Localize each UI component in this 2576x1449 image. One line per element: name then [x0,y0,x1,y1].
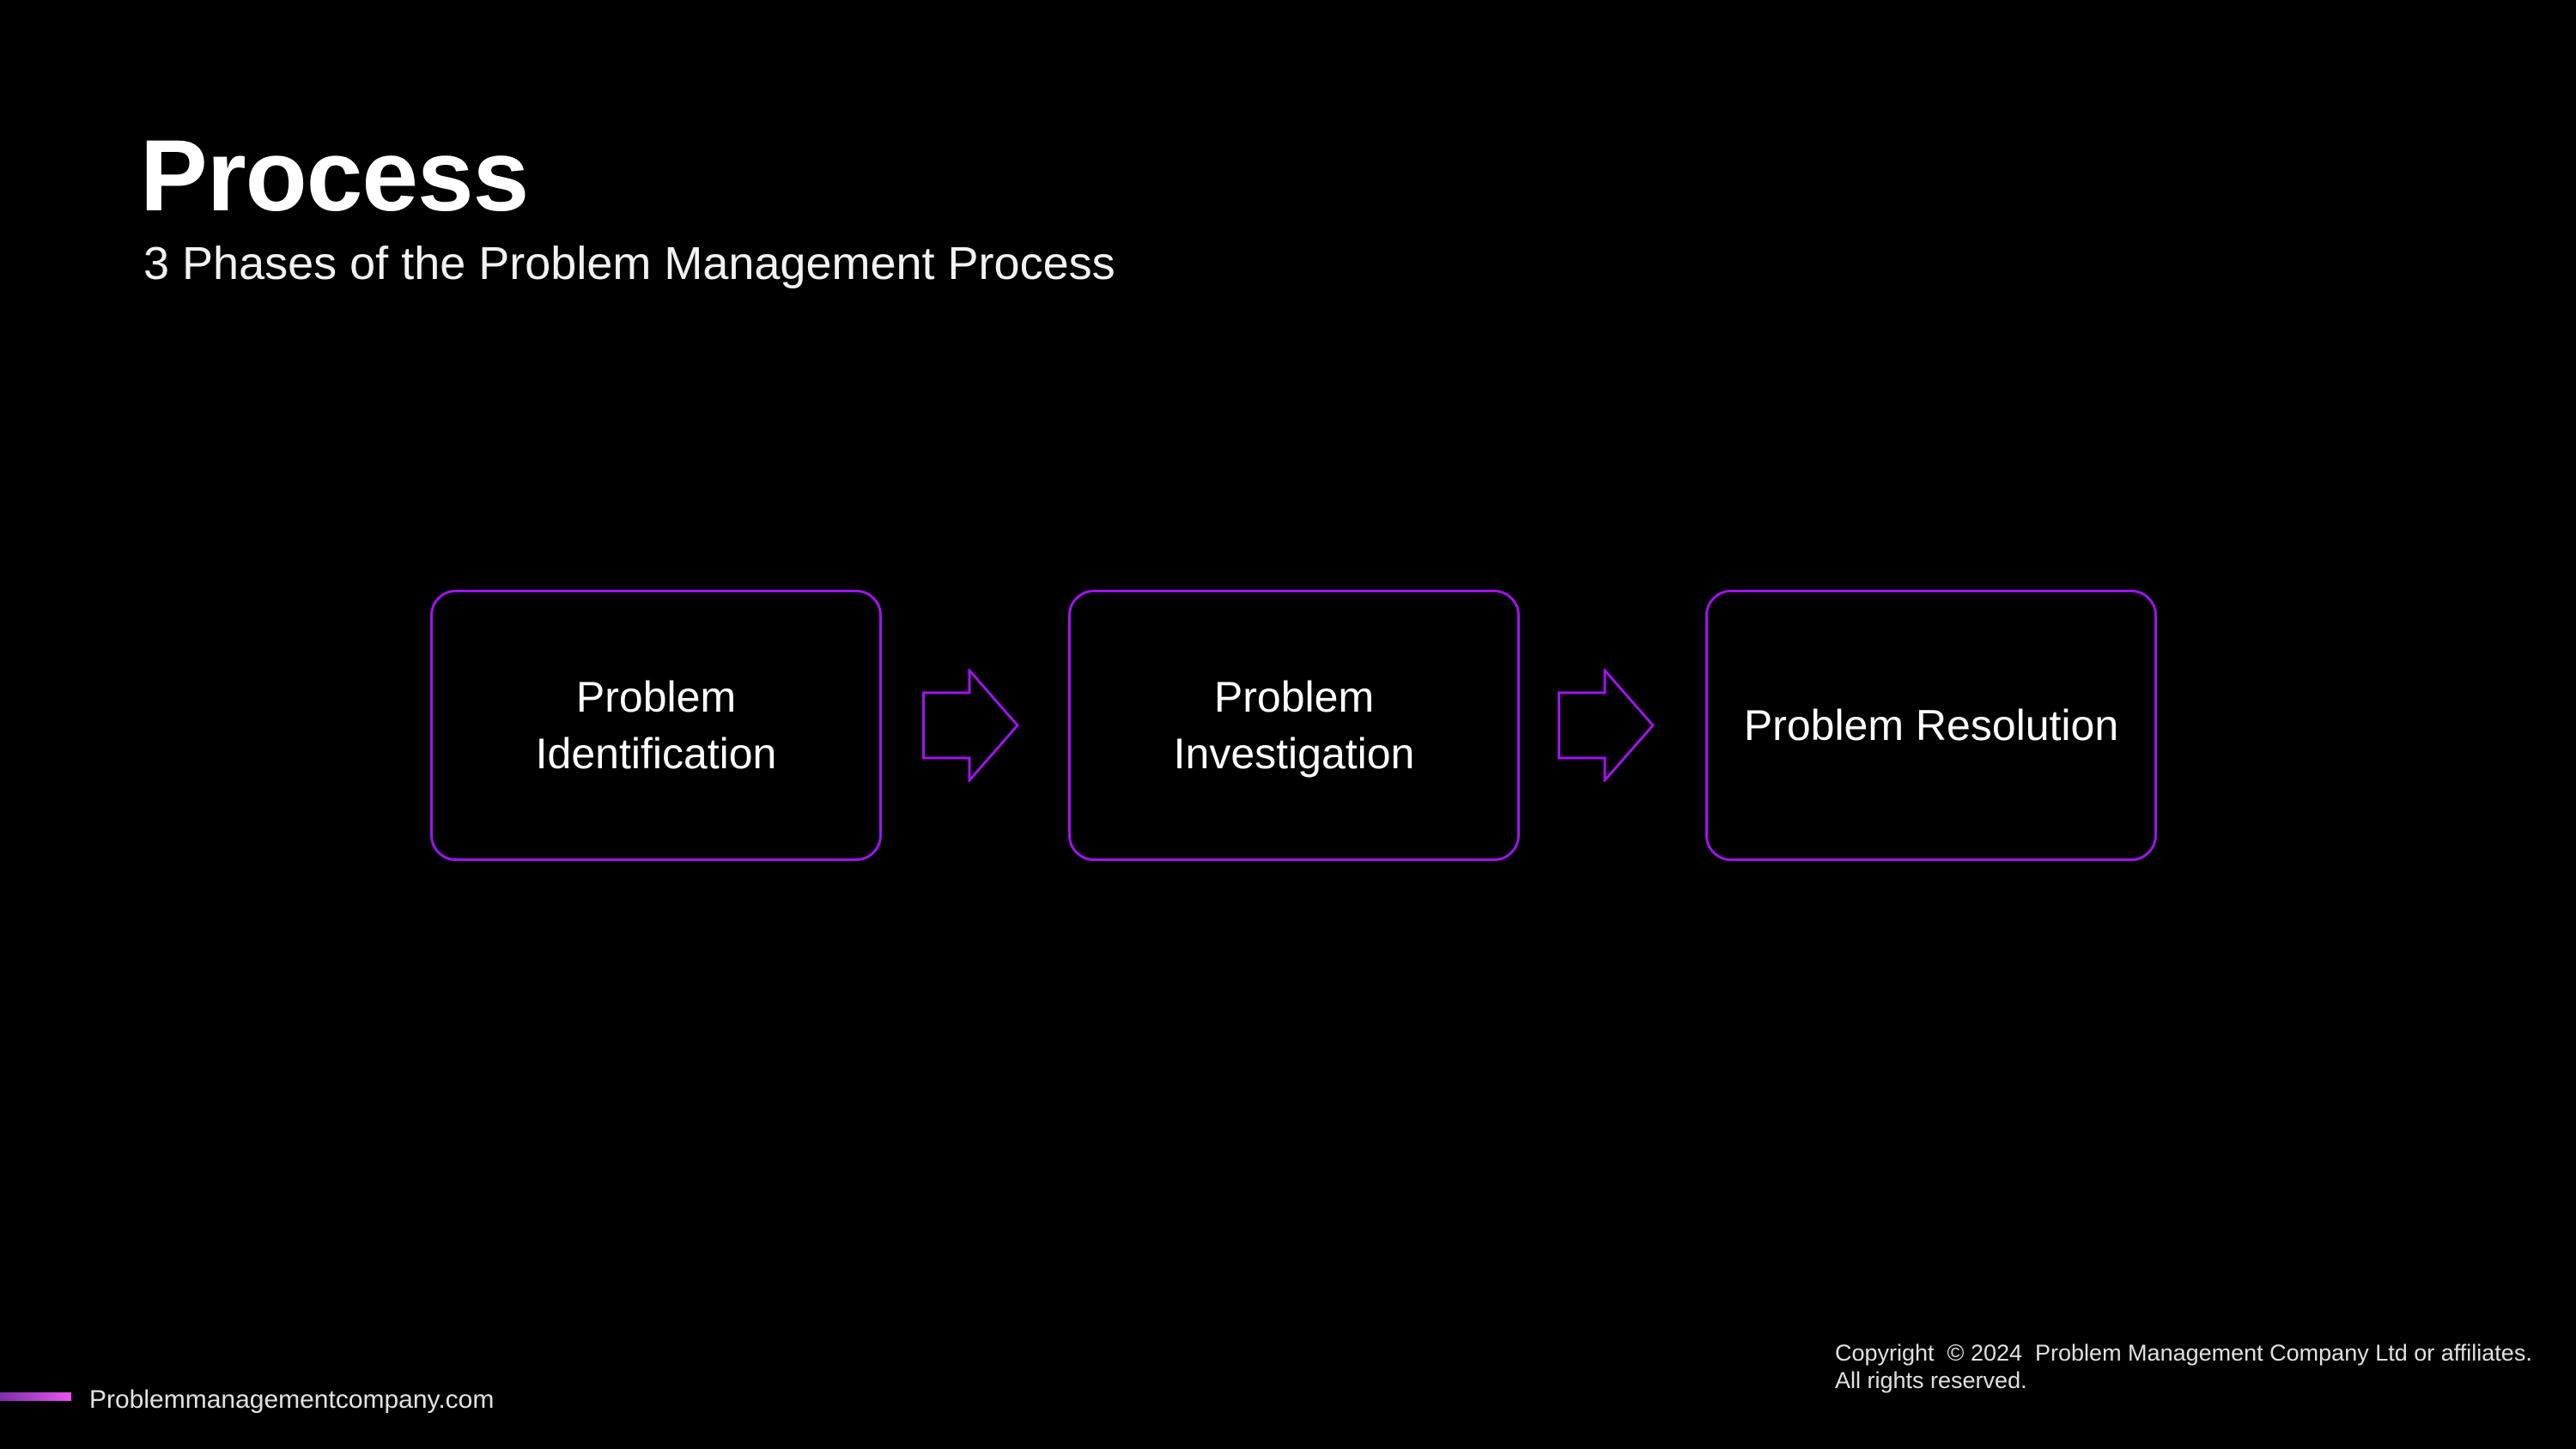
arrow-right-icon [922,669,1019,782]
phase-box-problem-identification: Problem Identification [430,590,882,861]
arrow-right-icon [1558,669,1655,782]
page-title: Process [140,119,529,233]
phase-box-problem-investigation: Problem Investigation [1068,590,1520,861]
page-subtitle: 3 Phases of the Problem Management Proce… [143,238,1115,289]
phase-label-line: Problem [575,673,737,721]
phase-label-line: Investigation [1173,730,1415,778]
phase-box-problem-resolution: Problem Resolution [1705,590,2157,861]
copyright-notice: Copyright © 2024 Problem Management Comp… [1835,1339,2539,1394]
phase-label-line: Problem [1213,673,1375,721]
phase-label-line: Identification [535,730,777,778]
copyright-line-2: All rights reserved. [1835,1367,2027,1393]
copyright-line-1: Copyright © 2024 Problem Management Comp… [1835,1340,2532,1366]
phase-label-line: Problem Resolution [1743,701,2119,749]
footer-accent-bar [0,1392,71,1401]
footer-website: Problemmanagementcompany.com [89,1385,495,1414]
